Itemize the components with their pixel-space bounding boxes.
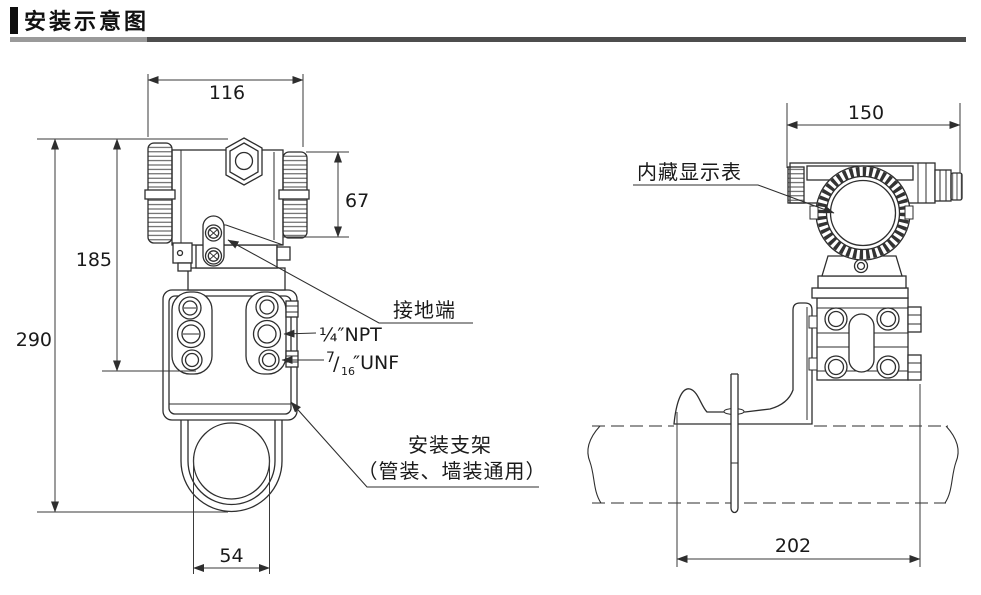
process-flange-front: [171, 291, 299, 375]
dim-150: 150: [786, 102, 961, 173]
page-title: 安装示意图: [24, 10, 150, 35]
dim-185: 185: [37, 138, 228, 372]
unf-slash: /: [333, 353, 340, 375]
housing-side-tab: [172, 242, 193, 272]
process-flange-side: [808, 297, 922, 381]
u-bolt-rod: [730, 373, 739, 514]
transmitter-front-view: [144, 137, 310, 513]
display-callout: 内藏显示表: [633, 160, 835, 214]
dim-value-54: 54: [219, 545, 243, 567]
divider-left-segment: [10, 37, 147, 42]
dim-value-150: 150: [848, 102, 884, 124]
ground-terminal-label: 接地端: [393, 298, 456, 322]
bracket-callout: 安装支架 （管装、墙装通用）: [290, 401, 547, 488]
dim-54: 54: [193, 458, 270, 574]
npt-port-callout: ¼″NPT: [283, 324, 382, 346]
unf-port-callout: 7 / 16 ″UNF: [281, 350, 399, 378]
dim-value-290: 290: [16, 329, 52, 351]
dim-202: 202: [676, 384, 921, 567]
unf-numerator: 7: [326, 350, 335, 366]
section-header: 安装示意图: [0, 0, 981, 46]
pipe-clamp-front: [180, 416, 283, 513]
front-view-dimensions: 116 67 185 290 54: [16, 74, 369, 574]
mounting-bracket-side: [673, 302, 813, 425]
dim-value-185: 185: [76, 249, 112, 271]
transmitter-side-view: [587, 162, 963, 514]
ground-terminal-lug: [202, 215, 225, 267]
bracket-label-line2: （管装、墙装通用）: [358, 459, 547, 483]
dim-290: 290: [16, 138, 228, 513]
npt-port-label: ¼″NPT: [319, 324, 382, 346]
technical-drawing-canvas: 116 67 185 290 54: [16, 74, 963, 574]
hex-plug-icon: [225, 137, 263, 186]
unf-suffix: ″UNF: [353, 352, 399, 374]
transmitter-neck-side: [811, 255, 909, 299]
dim-value-202: 202: [775, 535, 811, 557]
dim-116: 116: [147, 74, 304, 147]
bracket-label-line1: 安装支架: [408, 433, 492, 457]
display-label: 内藏显示表: [637, 160, 742, 184]
side-view-dimensions: 150 202: [676, 102, 961, 567]
front-view-labels: 接地端 ¼″NPT 7 / 16 ″UNF 安装支架 （管装、墙装通用）: [227, 239, 547, 488]
ground-terminal-callout: 接地端: [227, 239, 473, 324]
unf-denominator: 16: [341, 365, 355, 378]
divider-right-segment: [147, 37, 966, 42]
dim-value-116: 116: [209, 82, 245, 104]
header-divider: [10, 37, 966, 42]
title-accent-bar: [10, 7, 18, 34]
side-view-labels: 内藏显示表: [633, 160, 835, 214]
mounting-pipe: [587, 425, 959, 504]
dim-67: 67: [283, 151, 369, 238]
dim-value-67: 67: [345, 190, 369, 212]
